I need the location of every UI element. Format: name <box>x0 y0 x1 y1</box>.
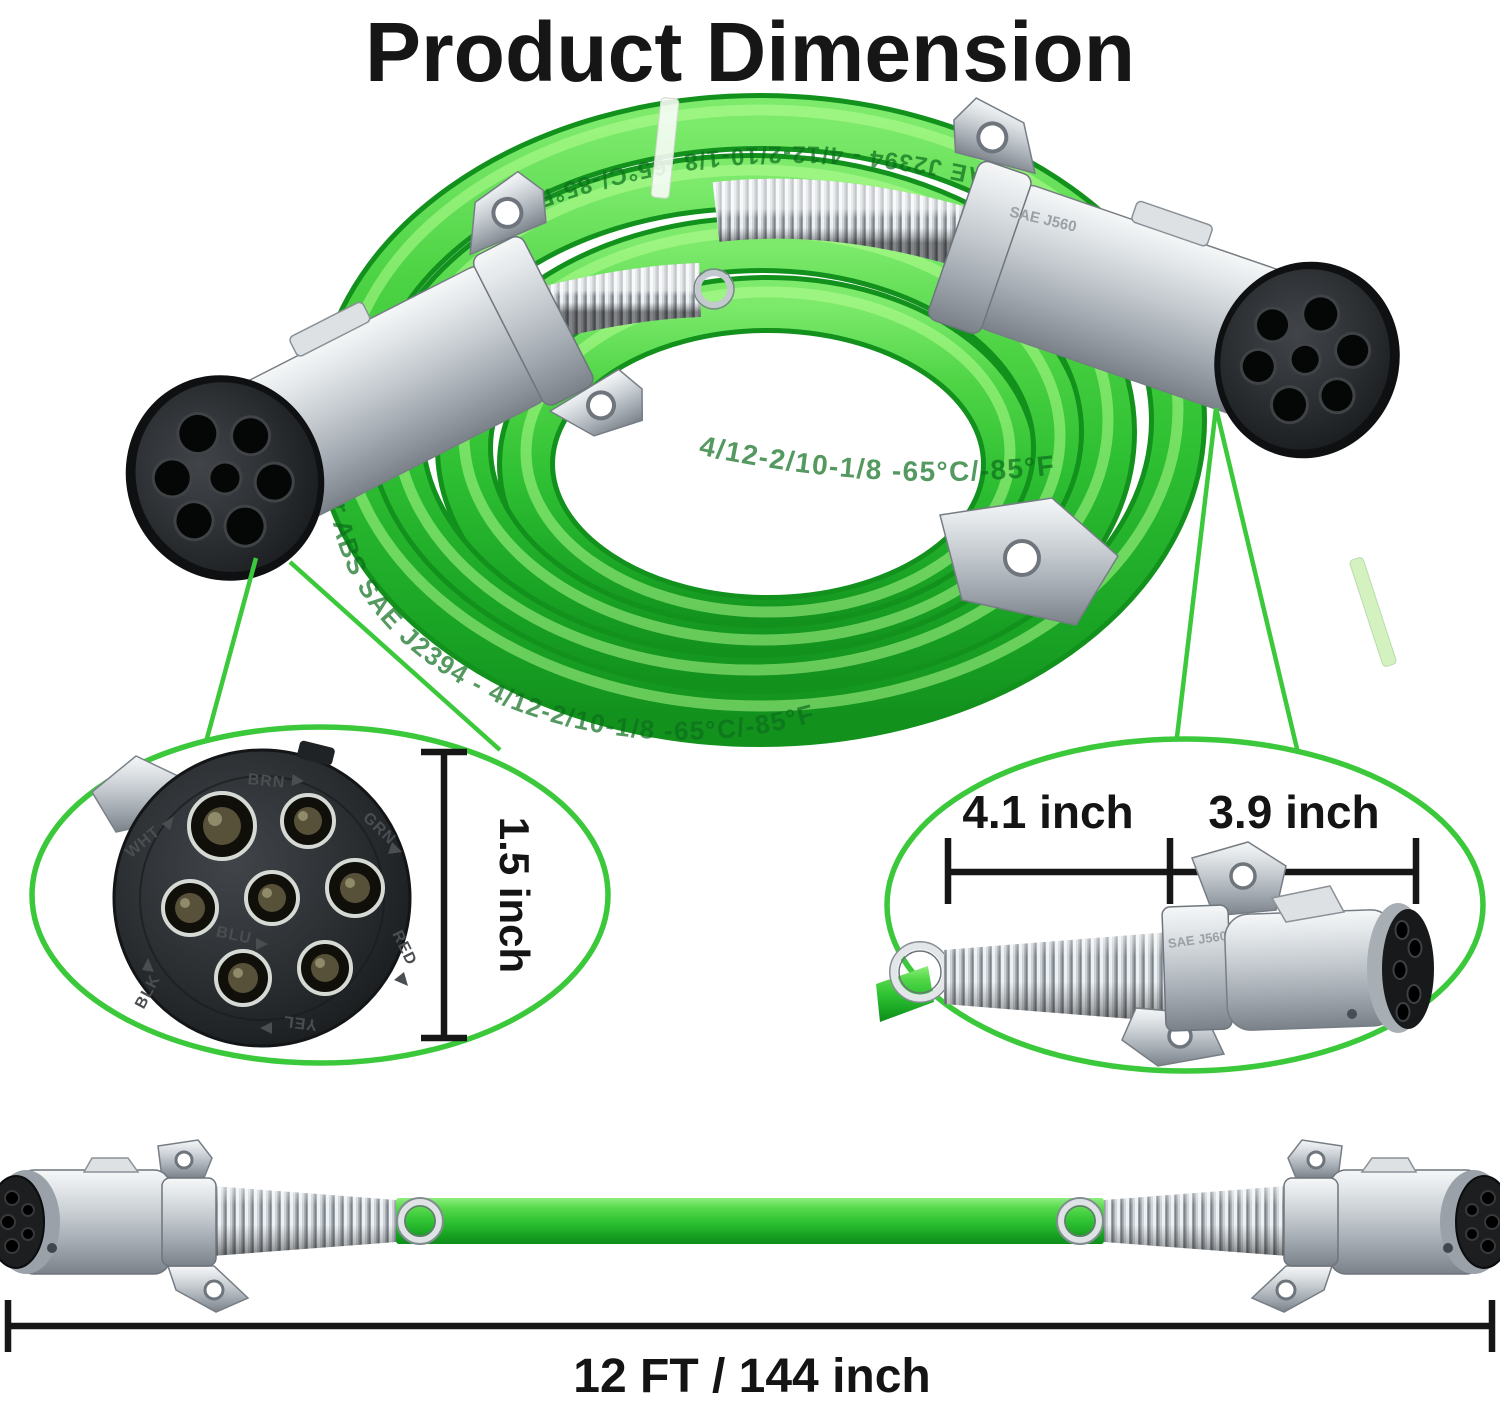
left-connector-key-tab <box>289 301 371 357</box>
left-connector-pin-holes <box>151 411 295 548</box>
right-connector-top-flange-hole <box>976 121 1009 154</box>
spring-dimension-label: 4.1 inch <box>962 786 1133 838</box>
pin-label-arrow <box>394 972 408 986</box>
side-face <box>1382 909 1434 1029</box>
face-height-dimension: 1.5 inch <box>421 748 538 1042</box>
bottom-key-tab <box>82 1157 140 1173</box>
left-callout-line <box>203 557 259 743</box>
right-connector-collar <box>927 160 1032 334</box>
bottom-screw-dot <box>47 1243 57 1253</box>
bottom-spring-ring-inner <box>404 1205 436 1237</box>
plug-side-dimensions: 4.1 inch 3.9 inch <box>944 786 1420 904</box>
coiled-cable-photo: for ABS SAE J2394 - 4/12-2/10-1/8 -65°C/… <box>125 93 1400 747</box>
pin-mid-left <box>161 879 219 937</box>
pin-center <box>244 870 300 926</box>
left-connector-bottom-flange-hole <box>586 390 617 421</box>
pin-label-brn: BRN <box>247 771 286 792</box>
plug-face-inner-ring <box>139 775 385 1021</box>
bottom-face-holes <box>0 1190 35 1254</box>
plug-side-view: SAE J560 <box>876 841 1434 1067</box>
face-height-dimension-label: 1.5 inch <box>491 817 538 973</box>
full-length-cable <box>0 1140 1500 1312</box>
page-title: Product Dimension <box>364 5 1136 99</box>
right-callout-line <box>1213 407 1301 754</box>
side-top-flange-hole <box>1229 862 1257 890</box>
right-connector-pin-holes <box>1239 294 1372 425</box>
left-callout-line <box>288 560 502 752</box>
pin-top-right <box>280 793 336 849</box>
left-connector-collar <box>472 236 594 406</box>
pin-top-left <box>187 791 257 861</box>
right-connector <box>927 97 1400 459</box>
pin-label-arrow <box>260 1022 272 1034</box>
pin-mid-right <box>325 858 385 918</box>
right-spring-shade <box>712 178 992 272</box>
cable-tie-green <box>1349 557 1397 667</box>
plug-face-pins <box>161 791 385 1007</box>
right-connector-key-tab <box>1131 200 1213 247</box>
pin-label-yel: YEL <box>282 1012 318 1033</box>
pin-bottom-left <box>214 949 272 1007</box>
pin-label-arrow <box>142 958 154 972</box>
pin-label-arrow <box>256 938 268 950</box>
left-connector-top-flange-hole <box>491 196 524 229</box>
bottom-top-flange-hole <box>174 1150 194 1170</box>
left-connector <box>125 170 644 581</box>
pin-label-arrow <box>162 816 174 830</box>
full-length-dimension-label: 12 FT / 144 inch <box>573 1350 930 1403</box>
bottom-spring-ring-edge <box>396 1197 444 1245</box>
side-collar <box>1161 904 1233 1032</box>
pin-label-arrow <box>291 774 304 786</box>
spring-end-ring-inner <box>898 950 942 994</box>
plug-face-key-notch <box>297 740 335 766</box>
callout-leader-lines <box>203 407 1301 754</box>
left-spring-shade <box>545 263 701 339</box>
pin-bottom-right <box>297 940 353 996</box>
side-face-holes <box>1392 920 1423 1022</box>
side-spring-shade <box>944 932 1170 1022</box>
bottom-spring-ring <box>398 1199 442 1243</box>
side-key-tab <box>1270 885 1346 923</box>
bottom-spring-shade <box>212 1186 396 1256</box>
plug-dimension-label: 3.9 inch <box>1208 786 1379 838</box>
full-length-dimension: 12 FT / 144 inch <box>4 1300 1496 1403</box>
plug-side-closeup: 4.1 inch 3.9 inch SAE J560 <box>876 736 1486 1074</box>
plug-face-closeup: BRN GRN RED YEL BLK WHT BLU <box>29 724 611 1066</box>
right-connector-bottom-flange-hole <box>1003 539 1041 577</box>
cable-tie-white <box>650 97 680 199</box>
bottom-right-connector <box>1057 1140 1500 1312</box>
right-callout-line <box>1174 407 1219 738</box>
side-screw-dot <box>1347 1009 1357 1019</box>
bottom-bottom-flange-hole <box>203 1279 225 1301</box>
bottom-left-connector <box>0 1139 444 1313</box>
left-spring-end-ring-edge <box>693 268 735 310</box>
straight-cable <box>396 1198 1104 1244</box>
left-spring-end-ring <box>695 270 733 308</box>
bottom-collar <box>161 1177 217 1267</box>
pin-label-arrow <box>388 842 402 854</box>
